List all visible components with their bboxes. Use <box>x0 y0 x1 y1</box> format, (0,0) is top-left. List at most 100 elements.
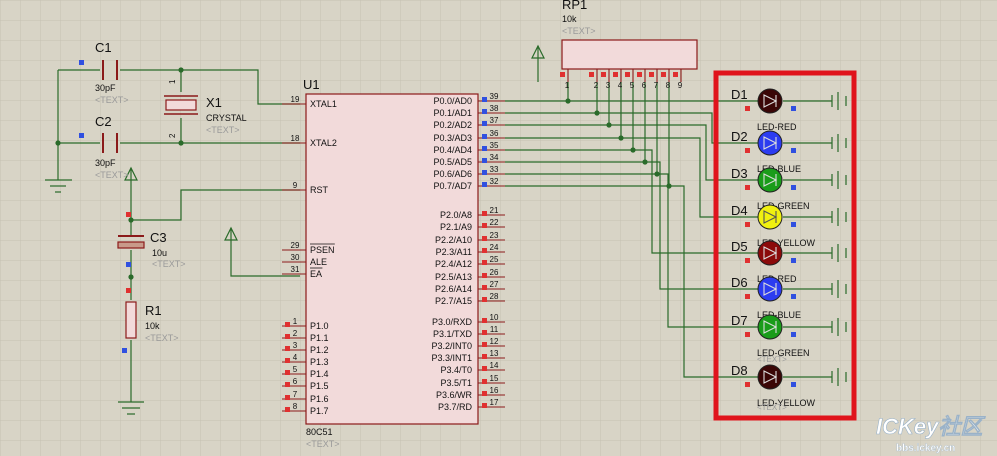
pin-number: 25 <box>490 255 499 264</box>
pin-number: 26 <box>490 268 499 277</box>
pin-number: 17 <box>490 398 499 407</box>
led-label: LED-RED <box>757 122 797 132</box>
crystal-x1[interactable]: 1 2 X1 CRYSTAL <TEXT> <box>164 79 247 138</box>
rp1-value: 10k <box>562 14 577 24</box>
mcu-pin-p3-7-rd[interactable]: 17 P3.7/RD <box>438 398 505 412</box>
pin-name: P2.4/A12 <box>435 259 472 269</box>
resistor-r1[interactable]: R1 10k <TEXT> <box>122 288 179 353</box>
r1-value: 10k <box>145 321 160 331</box>
led-tag: <TEXT> <box>757 403 787 412</box>
mcu-pin-ea[interactable]: 31 EA <box>282 265 323 279</box>
mcu-pin-p2-5-a13[interactable]: 26 P2.5/A13 <box>435 268 505 282</box>
pin-name: P2.7/A15 <box>435 296 472 306</box>
pin-number: 31 <box>291 265 300 274</box>
pin-name: P0.4/AD4 <box>433 145 472 155</box>
pin-name: P2.1/A9 <box>440 222 472 232</box>
capacitor-c2[interactable]: C2 30pF <TEXT> <box>79 114 129 180</box>
watermark-brand: ICKey社区 <box>876 414 986 439</box>
pin-number: 6 <box>293 377 298 386</box>
led-ref: D7 <box>731 313 748 328</box>
pin-name: P0.5/AD5 <box>433 157 472 167</box>
pin-number: 10 <box>490 313 499 322</box>
capacitor-c1[interactable]: C1 30pF <TEXT> <box>79 40 129 105</box>
pin-name: PSEN <box>310 245 335 255</box>
rp1-pin-number: 9 <box>678 81 683 90</box>
pin-name: P3.7/RD <box>438 402 473 412</box>
x1-ref: X1 <box>206 95 222 110</box>
pin-number: 21 <box>490 206 499 215</box>
c3-value: 10u <box>152 248 167 258</box>
pin-name: ALE <box>310 257 327 267</box>
capacitor-c3[interactable]: C3 10u <TEXT> <box>117 212 186 269</box>
pin-name: EA <box>310 269 322 279</box>
mcu-pin-p0-6-ad6[interactable]: 33 P0.6/AD6 <box>433 165 505 179</box>
pin-name: XTAL1 <box>310 99 337 109</box>
pin-name: P1.1 <box>310 333 329 343</box>
mcu-pin-p2-6-a14[interactable]: 27 P2.6/A14 <box>435 280 505 294</box>
pin-name: P1.3 <box>310 357 329 367</box>
pin-name: P0.6/AD6 <box>433 169 472 179</box>
pin-number: 5 <box>293 365 298 374</box>
rp1-pin-number: 8 <box>666 81 671 90</box>
pin-number: 23 <box>490 231 499 240</box>
watermark: ICKey社区 bbs.ickey.cn <box>876 414 987 454</box>
x1-pin1: 1 <box>168 79 177 84</box>
mcu-pin-p0-3-ad3[interactable]: 36 P0.3/AD3 <box>433 129 505 143</box>
pin-number: 39 <box>490 92 499 101</box>
led-label: LED-GREEN <box>757 348 810 358</box>
pin-name: P2.6/A14 <box>435 284 472 294</box>
c2-value: 30pF <box>95 158 116 168</box>
mcu-pin-p2-4-a12[interactable]: 25 P2.4/A12 <box>435 255 505 269</box>
pin-name: P0.3/AD3 <box>433 133 472 143</box>
pin-number: 27 <box>490 280 499 289</box>
pin-number: 33 <box>490 165 499 174</box>
pin-number: 36 <box>490 129 499 138</box>
pin-name: P1.7 <box>310 406 329 416</box>
led-ref: D4 <box>731 203 748 218</box>
pin-number: 16 <box>490 386 499 395</box>
pin-name: P2.5/A13 <box>435 272 472 282</box>
pin-name: RST <box>310 185 329 195</box>
pin-number: 3 <box>293 341 298 350</box>
